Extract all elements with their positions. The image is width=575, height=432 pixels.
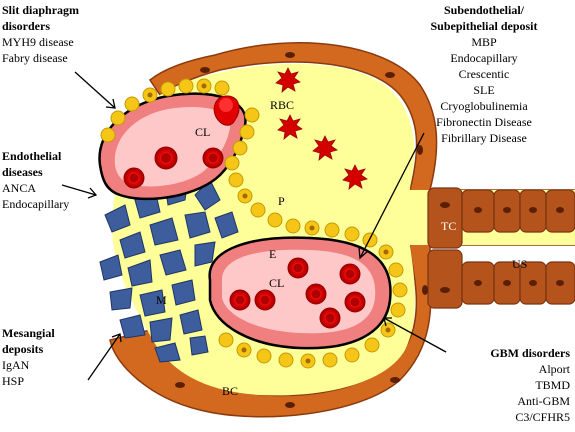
gbm-item: C3/CFHR5: [515, 410, 570, 424]
gbm-label: GBM disorders Alport TBMD Anti-GBM C3/CF…: [440, 345, 570, 425]
gbm-item: Alport: [538, 362, 570, 376]
mesangial-title-1: Mesangial: [2, 326, 55, 340]
mesangial-item: HSP: [2, 374, 25, 388]
mesangial-label: Mesangial deposits IgAN HSP: [2, 325, 55, 389]
subendo-item: Cryoglobulinemia: [440, 99, 528, 113]
tubule-nuclei: [440, 202, 564, 293]
subendo-item: Endocapillary: [450, 51, 518, 65]
subendothelial-label: Subendothelial/ Subepithelial deposit MB…: [398, 2, 570, 146]
slit-diaphragm-label: Slit diaphragm disorders MYH9 disease Fa…: [2, 2, 79, 66]
label-rbc: RBC: [270, 98, 294, 112]
label-m: M: [156, 293, 167, 307]
rbc-stars: [275, 67, 368, 190]
mesangial-title-2: deposits: [2, 342, 44, 356]
subendo-title-1: Subendothelial/: [443, 3, 525, 17]
label-tc: TC: [441, 219, 456, 233]
slit-item: MYH9 disease: [2, 35, 74, 49]
endothelial-title-2: diseases: [2, 165, 43, 179]
endothelial-item: ANCA: [2, 181, 37, 195]
podocytes: [100, 78, 408, 369]
tubule-cells: [427, 187, 575, 309]
subendo-item: Fibronectin Disease: [436, 115, 532, 129]
podocyte-nuclei: [147, 83, 391, 364]
subendo-item: Fibrillary Disease: [441, 131, 527, 145]
slit-title-2: disorders: [2, 19, 50, 33]
endothelial-item: Endocapillary: [2, 197, 70, 211]
gbm-item: Anti-GBM: [517, 394, 570, 408]
capsule-nuclei: [175, 52, 428, 408]
rbcs-upper: [123, 146, 224, 189]
pointer-arrows: [61, 71, 447, 381]
label-cl-top: CL: [195, 125, 210, 139]
subendo-item: MBP: [471, 35, 497, 49]
label-bc: BC: [222, 384, 238, 398]
label-p: P: [278, 194, 285, 208]
label-e: E: [269, 247, 276, 261]
subendo-title-2: Subepithelial deposit: [430, 19, 538, 33]
rbc-extravasating: [213, 95, 240, 126]
label-us: US: [512, 257, 527, 271]
rbcs-lower: [229, 257, 366, 329]
label-cl-bottom: CL: [269, 276, 284, 290]
slit-title-1: Slit diaphragm: [2, 3, 80, 17]
slit-item: Fabry disease: [2, 51, 68, 65]
endothelial-label: Endothelial diseases ANCA Endocapillary: [2, 148, 69, 212]
gbm-item: TBMD: [535, 378, 570, 392]
endothelial-title-1: Endothelial: [2, 149, 62, 163]
gbm-title: GBM disorders: [490, 346, 570, 360]
mesangial-item: IgAN: [2, 358, 30, 372]
subendo-item: SLE: [473, 83, 495, 97]
subendo-item: Crescentic: [458, 67, 510, 81]
